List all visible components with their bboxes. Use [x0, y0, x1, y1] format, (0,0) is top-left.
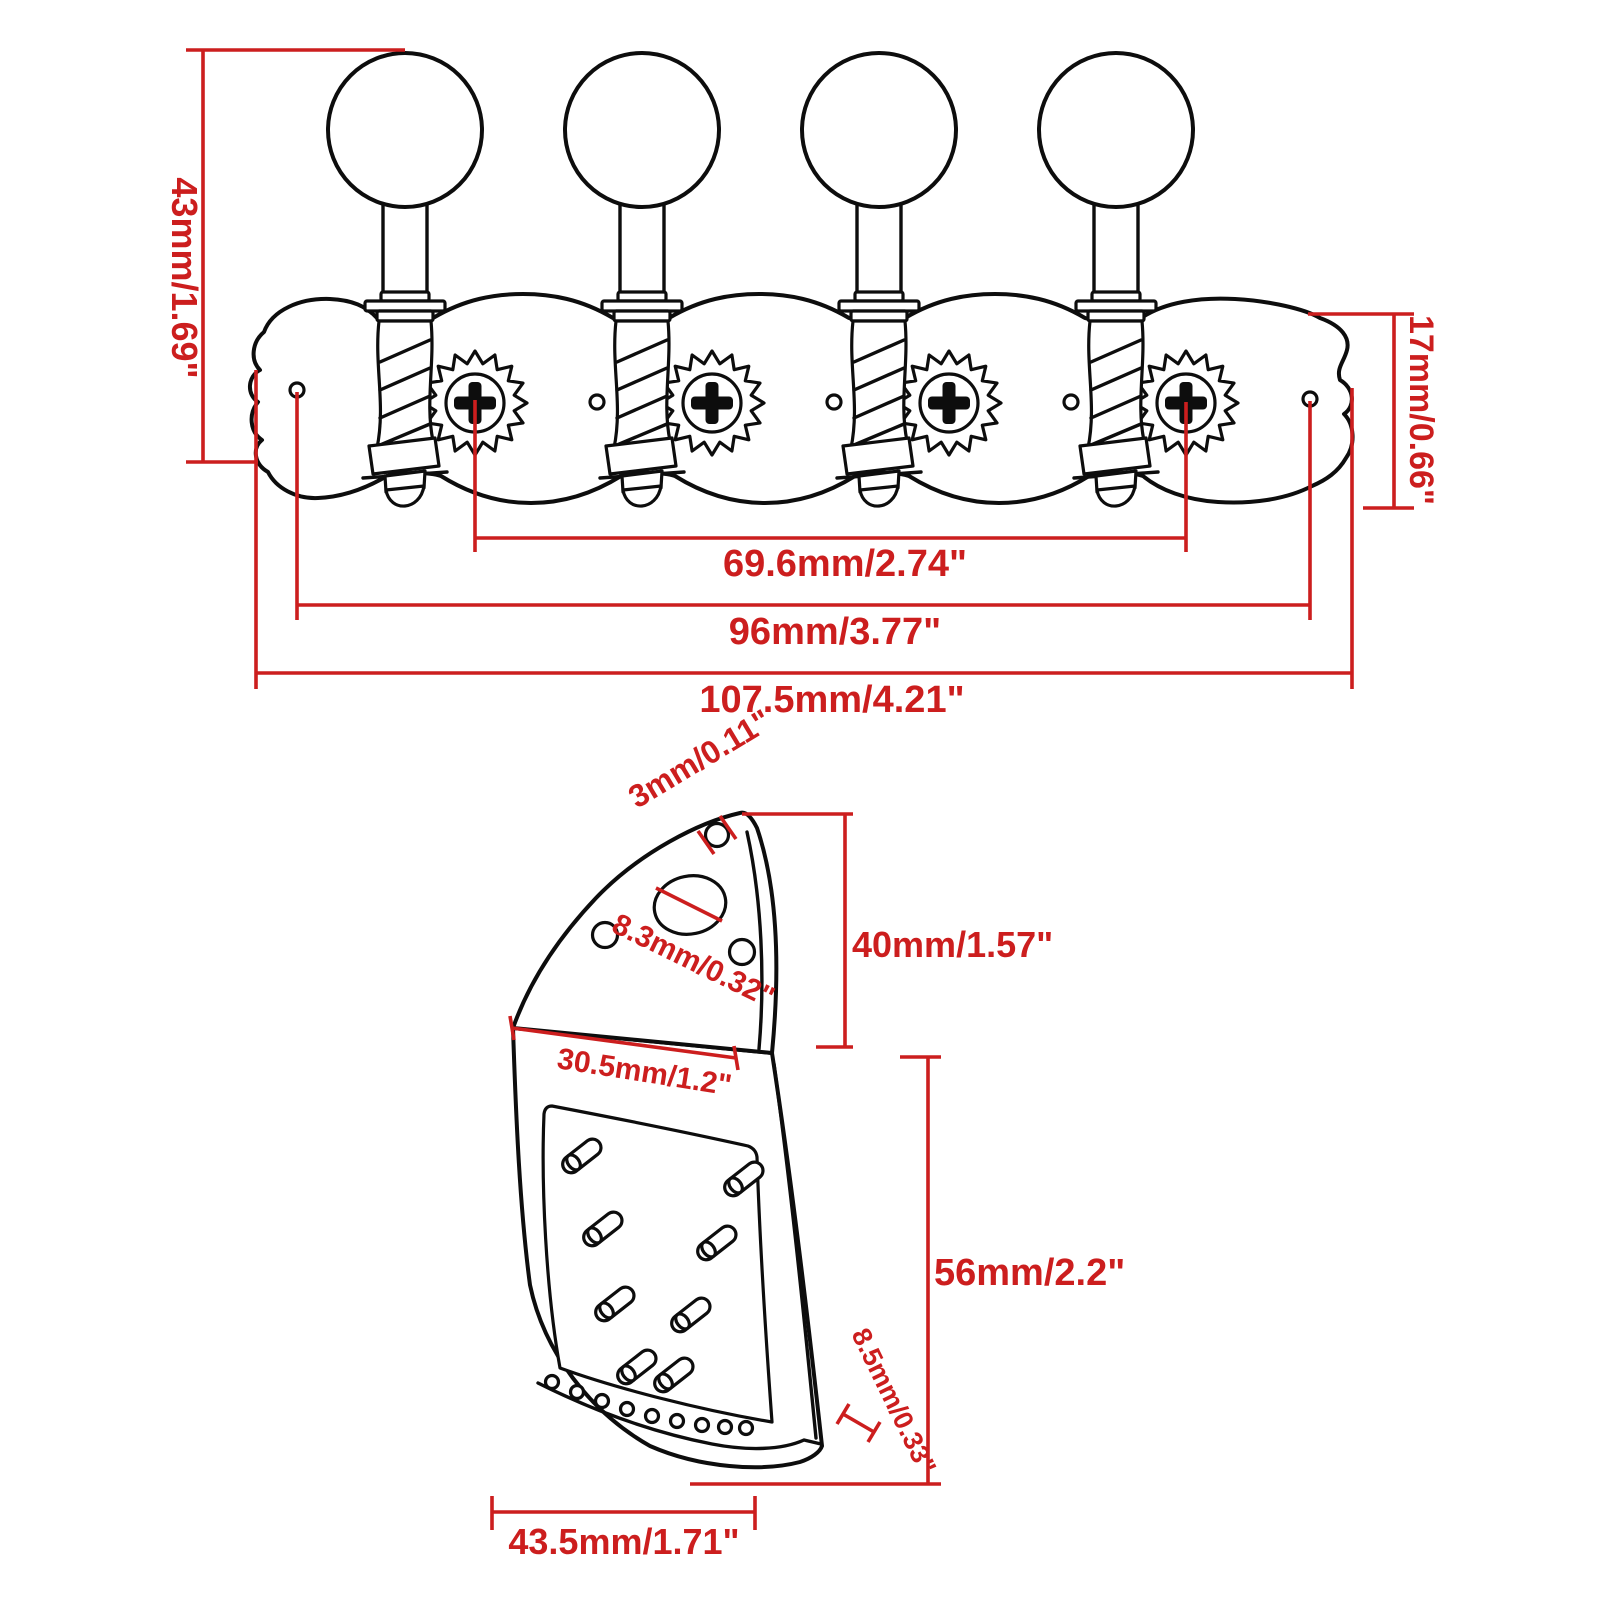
dim-body-height: 56mm/2.2": [690, 1055, 1125, 1486]
string-plate-outline: [541, 1104, 774, 1424]
dim-label-body-height: 56mm/2.2": [934, 1252, 1125, 1294]
dim-label-cover-height: 40mm/1.57": [852, 924, 1053, 965]
cover-edge-thickness-line: [745, 830, 764, 1051]
dim-cover-height: 40mm/1.57": [742, 812, 1053, 1049]
dim-label-total-length: 107.5mm/4.21": [699, 679, 964, 721]
tuning-machines-drawing: 43mm/1.69" 17mm/0.66" 69.6mm/2.74" 96mm/…: [164, 48, 1440, 721]
string-hole-row: [543, 1373, 755, 1437]
dim-base-width: 43.5mm/1.71": [490, 1496, 757, 1562]
plate-hole: [825, 393, 843, 411]
dim-label-hole-spacing: 96mm/3.77": [729, 611, 941, 653]
dim-total-length: 107.5mm/4.21": [254, 370, 1354, 721]
dim-label-plate-end-height: 17mm/0.66": [1402, 315, 1440, 505]
dim-plate-end-height: 17mm/0.66": [1308, 312, 1440, 510]
cover-screw-hole: [727, 937, 757, 967]
body-edge-thickness-line: [772, 1062, 818, 1440]
dim-label-gear-spacing: 69.6mm/2.74": [723, 543, 967, 585]
cover-screw-hole: [590, 920, 620, 950]
dim-label-overall-height: 43mm/1.69": [164, 177, 205, 378]
plate-hole: [1062, 393, 1080, 411]
plate-hole: [588, 393, 606, 411]
body-bottom-lip-line: [536, 1381, 823, 1451]
dim-overall-height: 43mm/1.69": [164, 48, 405, 464]
dim-mount-hole-spacing: 96mm/3.77": [295, 392, 1312, 653]
dim-gear-screw-spacing: 69.6mm/2.74": [473, 400, 1188, 585]
dim-label-base-width: 43.5mm/1.71": [508, 1521, 739, 1562]
cover-pin-hole: [703, 821, 731, 849]
